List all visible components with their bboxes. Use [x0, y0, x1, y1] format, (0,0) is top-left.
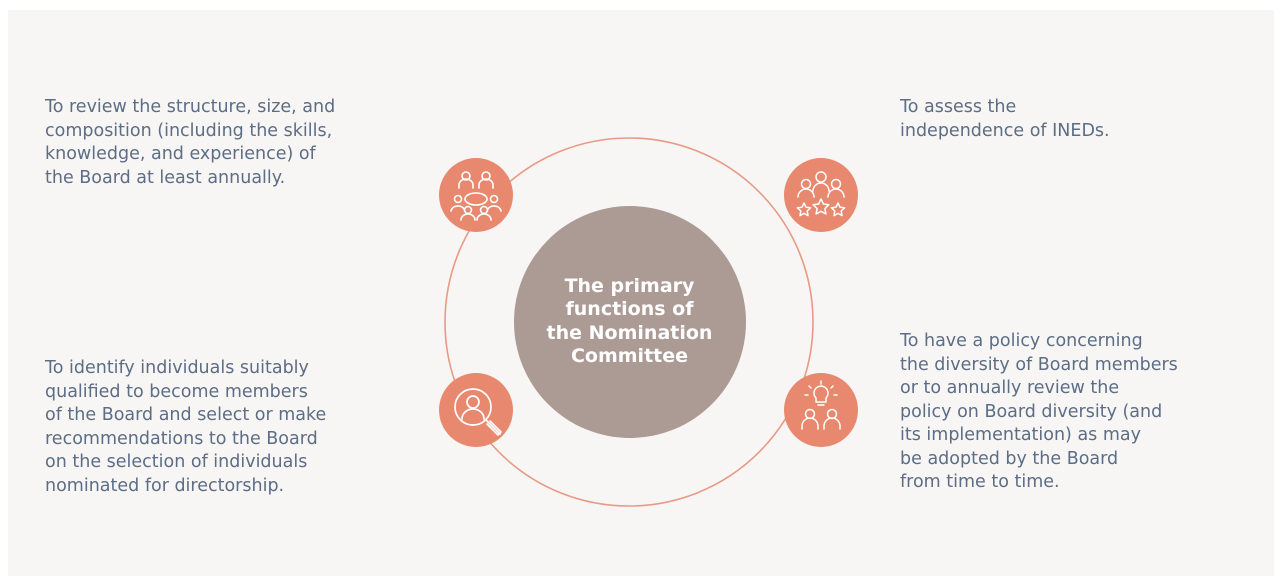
- center-disc: [514, 206, 746, 438]
- outer-ring: [444, 137, 814, 507]
- team-stars-icon: [784, 158, 858, 232]
- team-idea-icon: [784, 373, 858, 447]
- function-review-structure-text: To review the structure, size, and compo…: [45, 97, 336, 188]
- function-identify-individuals-text: To identify individuals suitably qualifi…: [45, 358, 327, 496]
- function-diversity-policy-text: To have a policy concerning the diversit…: [900, 331, 1178, 492]
- function-assess-independence-text: To assess the independence of INEDs.: [900, 97, 1110, 141]
- center-title: The primary functions of the Nomination …: [546, 274, 713, 368]
- person-search-icon: [439, 373, 513, 447]
- board-meeting-icon: [439, 158, 513, 232]
